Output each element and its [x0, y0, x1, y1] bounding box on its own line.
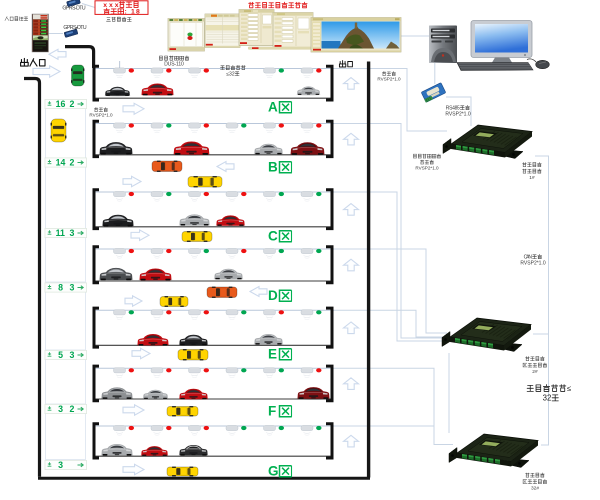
- svg-text:1#: 1#: [529, 175, 535, 181]
- svg-text:B: B: [268, 160, 278, 175]
- svg-text:DUS-110: DUS-110: [164, 61, 184, 67]
- svg-text:RVSP2*1.0: RVSP2*1.0: [89, 113, 113, 118]
- svg-text:≤32: ≤32: [226, 71, 235, 77]
- svg-text:2#: 2#: [532, 369, 538, 375]
- svg-text:RVSP2*1.0: RVSP2*1.0: [415, 166, 439, 171]
- svg-text:xxx: xxx: [103, 2, 118, 9]
- svg-text:2: 2: [70, 99, 75, 109]
- svg-text:A: A: [268, 100, 278, 115]
- svg-text:C: C: [268, 229, 278, 244]
- svg-text:RVSP2*1.0: RVSP2*1.0: [520, 260, 545, 266]
- svg-text:G: G: [268, 464, 279, 479]
- svg-text:32#: 32#: [531, 486, 539, 492]
- svg-text:≤: ≤: [567, 384, 572, 393]
- svg-text:CAN: CAN: [524, 254, 533, 260]
- svg-text:3: 3: [58, 404, 63, 414]
- svg-text:GPRS-DTU: GPRS-DTU: [63, 25, 87, 31]
- svg-text:D: D: [268, 288, 278, 303]
- svg-text:3: 3: [70, 228, 75, 238]
- svg-text:E: E: [268, 347, 277, 362]
- svg-text:RVSP2*1.0: RVSP2*1.0: [377, 76, 401, 81]
- svg-text:3: 3: [70, 283, 75, 293]
- svg-text:RVSP2*1.0: RVSP2*1.0: [445, 111, 470, 117]
- svg-text:5: 5: [58, 350, 63, 360]
- svg-text:3: 3: [58, 460, 63, 470]
- svg-text:14: 14: [56, 158, 66, 168]
- svg-text:RS485: RS485: [446, 105, 460, 111]
- svg-text:: 18: : 18: [124, 9, 139, 16]
- svg-text:3: 3: [70, 350, 75, 360]
- svg-text:16: 16: [56, 99, 66, 109]
- svg-text:GPRS-DTU: GPRS-DTU: [62, 6, 86, 12]
- svg-text:2: 2: [70, 158, 75, 168]
- svg-text:F: F: [268, 404, 276, 419]
- svg-text:8: 8: [58, 283, 63, 293]
- svg-text:2: 2: [70, 404, 75, 414]
- svg-text:32: 32: [543, 393, 552, 402]
- svg-text:11: 11: [56, 228, 65, 238]
